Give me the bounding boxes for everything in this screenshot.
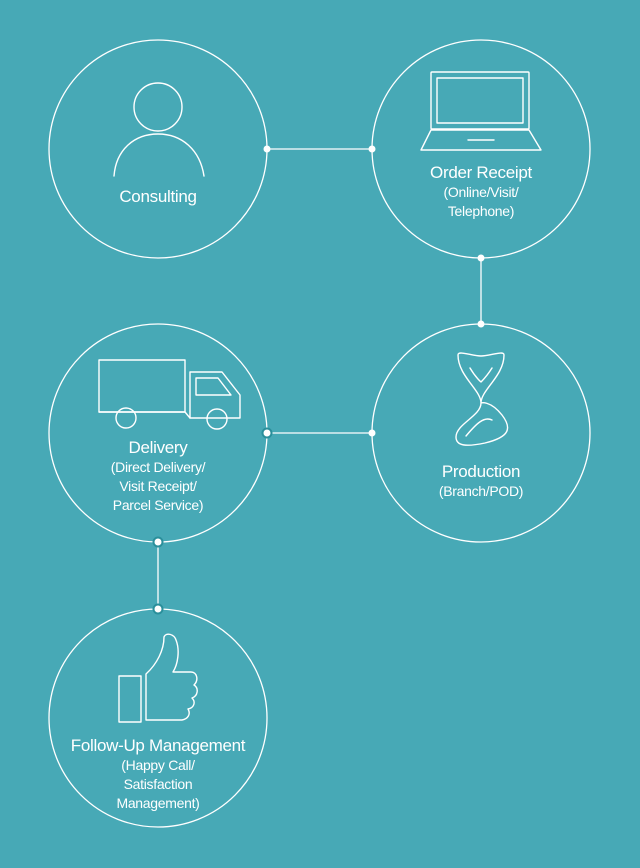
step-sub-order-receipt: Telephone) bbox=[447, 203, 515, 219]
step-label-follow-up: Follow-Up Management (Happy Call/ Satisf… bbox=[48, 735, 268, 813]
step-sub-delivery: (Direct Delivery/ bbox=[110, 459, 206, 475]
step-title-follow-up: Follow-Up Management bbox=[70, 736, 246, 755]
step-title-production: Production bbox=[441, 462, 521, 481]
connector-dot-accent bbox=[261, 427, 273, 439]
truck-icon bbox=[98, 359, 241, 430]
step-label-order-receipt: Order Receipt (Online/Visit/ Telephone) bbox=[391, 162, 571, 221]
connector-dot-accent bbox=[152, 536, 164, 548]
connector-dot-accent bbox=[152, 603, 164, 615]
step-sub-follow-up: (Happy Call/ bbox=[121, 757, 195, 773]
step-title-order-receipt: Order Receipt bbox=[430, 163, 532, 182]
connector-dot bbox=[477, 254, 485, 262]
step-label-production: Production (Branch/POD) bbox=[391, 461, 571, 501]
person-icon bbox=[113, 82, 205, 177]
thumbs-up-icon bbox=[118, 633, 198, 723]
step-label-delivery: Delivery (Direct Delivery/ Visit Receipt… bbox=[68, 437, 248, 515]
step-sub-production: (Branch/POD) bbox=[438, 483, 524, 499]
step-sub-delivery: Parcel Service) bbox=[112, 497, 204, 513]
node-circle-consulting bbox=[48, 39, 268, 259]
step-sub-order-receipt: (Online/Visit/ bbox=[443, 184, 519, 200]
step-sub-follow-up: Satisfaction bbox=[123, 776, 193, 792]
step-sub-delivery: Visit Receipt/ bbox=[119, 478, 197, 494]
laptop-icon bbox=[420, 71, 542, 151]
connector-dot bbox=[263, 145, 271, 153]
connector-dot bbox=[477, 320, 485, 328]
step-label-consulting: Consulting bbox=[68, 186, 248, 207]
step-title-delivery: Delivery bbox=[128, 438, 188, 457]
step-sub-follow-up: Management) bbox=[116, 795, 200, 811]
connector-dot bbox=[368, 145, 376, 153]
hourglass-icon bbox=[455, 352, 509, 446]
step-title-consulting: Consulting bbox=[119, 187, 197, 206]
connector-dot bbox=[368, 429, 376, 437]
